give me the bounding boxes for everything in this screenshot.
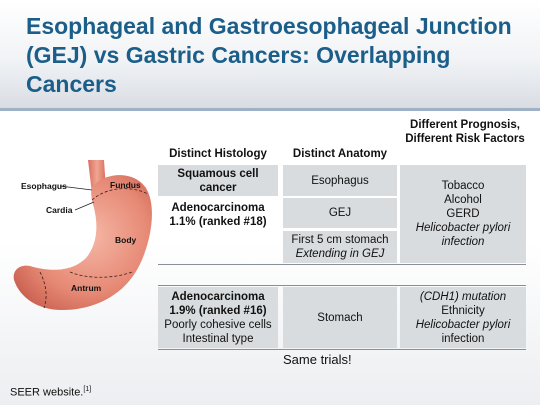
gastric-line2: 1.9% (ranked #16) — [169, 304, 267, 317]
label-body: Body — [115, 235, 137, 245]
footer-ref: [1] — [83, 386, 92, 393]
gastric-line1: Adenocarcinoma — [171, 290, 265, 303]
slide-title: Esophageal and Gastroesophageal Junction… — [26, 13, 512, 97]
cell-adeno-gej: Adenocarcinoma 1.1% (ranked #18) — [158, 198, 278, 232]
risk-infection-2: infection — [441, 332, 485, 345]
risk-ethnicity: Ethnicity — [441, 304, 485, 317]
esophagus-label: Esophagus — [311, 174, 369, 187]
upper-block-bottom-rule — [158, 264, 526, 265]
label-esophagus: Esophagus — [21, 181, 67, 191]
cell-esophagus: Esophagus — [283, 165, 397, 196]
stomach-label: Stomach — [317, 311, 363, 324]
cell-first5: First 5 cm stomach Extending in GEJ — [283, 231, 397, 263]
stomach-diagram: Esophagus Fundus Cardia Body Antrum — [13, 160, 152, 310]
cell-gastric-histology: Adenocarcinoma 1.9% (ranked #16) Poorly … — [158, 287, 278, 348]
label-antrum: Antrum — [71, 283, 102, 293]
risk-alcohol: Alcohol — [444, 194, 482, 206]
risk-tobacco: Tobacco — [441, 180, 485, 192]
risk-hpylori-2: Helicobacter pylori — [415, 318, 511, 331]
title-divider — [0, 108, 540, 111]
adeno-gej-line1: Adenocarcinoma — [171, 202, 265, 214]
stomach-shape — [13, 175, 152, 310]
lower-block-top-rule — [158, 285, 526, 286]
label-fundus: Fundus — [110, 180, 141, 190]
first5-label: First 5 cm stomach — [291, 234, 389, 246]
squamous-label: Squamous cell cancer — [177, 167, 259, 194]
gastric-line3: Poorly cohesive cells — [164, 318, 272, 331]
title-band — [0, 0, 540, 108]
cell-risk-upper: Tobacco Alcohol GERD Helicobacter pylori… — [400, 165, 526, 263]
footer-citation: SEER website.[1] — [10, 386, 91, 399]
header-anatomy: Distinct Anatomy — [292, 148, 388, 160]
risk-infection: infection — [441, 236, 485, 248]
risk-gerd: GERD — [446, 208, 480, 220]
footer-text: SEER website. — [10, 386, 84, 399]
same-trials-note: Same trials! — [283, 352, 352, 367]
gej-label: GEJ — [328, 207, 352, 219]
risk-hpylori: Helicobacter pylori — [415, 222, 511, 234]
adeno-gej-line2: 1.1% (ranked #18) — [169, 216, 267, 228]
cell-gej: GEJ — [283, 198, 397, 228]
cell-squamous: Squamous cell cancer — [158, 165, 278, 196]
gastric-line4: Intestinal type — [182, 332, 254, 345]
cell-stomach: Stomach — [283, 287, 397, 348]
extending-label: Extending in GEJ — [295, 248, 385, 260]
header-risk: Different Prognosis, Different Risk Fact… — [405, 119, 525, 145]
risk-cdh1: (CDH1) mutation — [419, 290, 507, 303]
cell-risk-lower: (CDH1) mutation Ethnicity Helicobacter p… — [400, 287, 526, 348]
label-cardia: Cardia — [46, 205, 73, 215]
lower-block-bottom-rule — [158, 349, 526, 350]
header-histology: Distinct Histology — [169, 148, 267, 160]
